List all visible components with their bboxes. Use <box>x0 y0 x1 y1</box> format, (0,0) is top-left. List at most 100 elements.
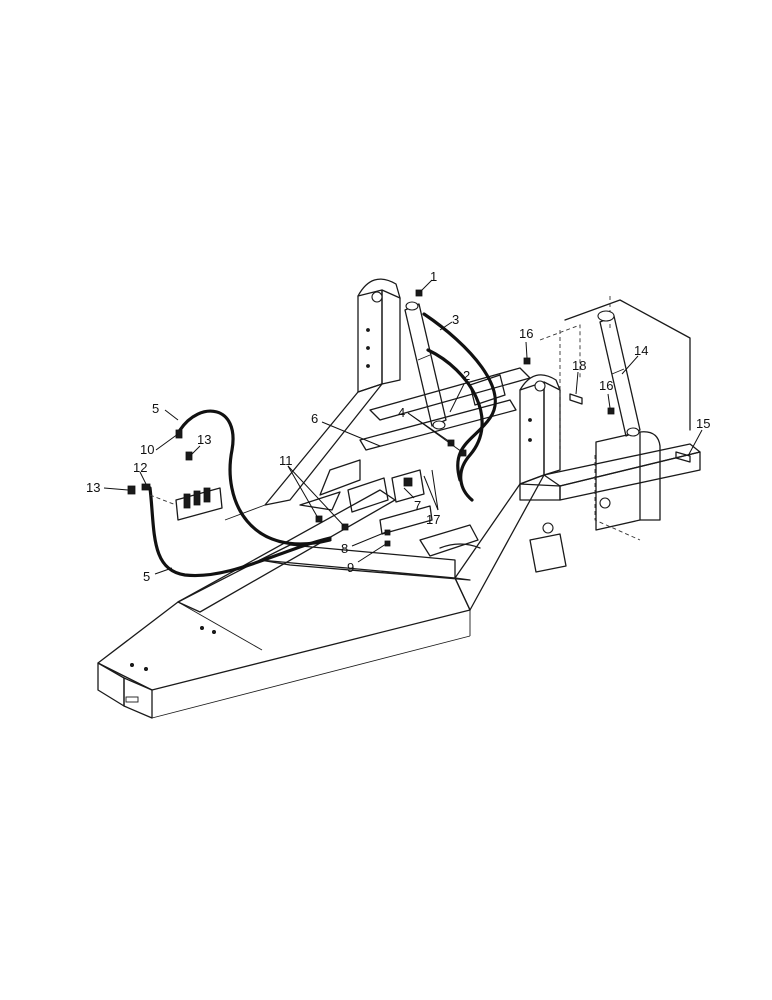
left-tower-pin <box>371 291 383 303</box>
callout-labels: 1 2 3 4 5 5 6 7 8 9 10 11 12 13 13 14 15… <box>86 269 710 584</box>
nut-9 <box>384 540 391 547</box>
left-rail <box>177 489 396 613</box>
plate-seam <box>177 601 263 651</box>
callout-7: 7 <box>414 498 421 513</box>
leader-5 <box>154 567 173 575</box>
fitting-11 <box>341 523 349 531</box>
valve-centerline <box>149 494 177 506</box>
left-tower-side <box>381 289 401 385</box>
leader-15 <box>687 429 703 457</box>
callout-13: 13 <box>197 432 211 447</box>
leader-18 <box>575 371 579 395</box>
hose-2 <box>426 348 484 502</box>
right-tower-pin <box>534 380 546 392</box>
rear-hidden-edge <box>539 324 581 380</box>
leader-2 <box>449 383 465 413</box>
valve-spool <box>203 487 211 503</box>
fitting-12 <box>141 483 151 491</box>
callout-5: 5 <box>143 569 150 584</box>
nut-16 <box>607 407 615 415</box>
leader-5 <box>164 409 179 421</box>
rear-beam-front <box>519 483 561 501</box>
lower-clevis <box>529 533 567 573</box>
cylinder-left-eye <box>432 420 446 430</box>
callout-5: 5 <box>152 401 159 416</box>
right-tower-cap <box>519 374 561 391</box>
fitting-13 <box>185 451 193 461</box>
cylinder-right-eye <box>626 427 640 437</box>
fitting-11 <box>315 515 323 523</box>
hose-5-upper <box>178 409 332 546</box>
rear-hidden-edge <box>594 455 641 541</box>
fittings <box>127 289 615 547</box>
cylinder-right-band <box>611 368 625 375</box>
rear-beam-top <box>543 443 701 487</box>
gusset <box>319 459 361 496</box>
callout-14: 14 <box>634 343 648 358</box>
gusset <box>299 491 341 511</box>
tower-hole <box>528 418 532 422</box>
callout-6: 6 <box>311 411 318 426</box>
leader-9 <box>357 543 387 563</box>
leader-7 <box>403 487 415 499</box>
tower-hole <box>366 328 370 332</box>
cylinder-right <box>597 310 641 437</box>
leader-12 <box>139 471 147 485</box>
right-tower-front <box>519 381 545 485</box>
callout-1: 1 <box>430 269 437 284</box>
main-frame <box>97 278 701 719</box>
leader-14 <box>621 355 639 375</box>
valve-spool <box>193 490 201 506</box>
fitting-4 <box>447 439 455 447</box>
fitting-1 <box>415 289 423 297</box>
fitting-13 <box>127 485 136 495</box>
bolt-hole <box>143 667 148 672</box>
leader-17 <box>431 469 439 511</box>
callout-10: 10 <box>140 442 154 457</box>
cylinder-left-band <box>417 354 431 361</box>
gusset <box>419 524 479 557</box>
leader-13 <box>189 445 201 457</box>
right-tower-side <box>543 381 561 476</box>
left-leg-edge <box>224 504 266 521</box>
nut-16 <box>523 357 531 365</box>
callout-15: 15 <box>696 416 710 431</box>
callout-4: 4 <box>398 405 405 420</box>
callout-13: 13 <box>86 480 100 495</box>
callout-9: 9 <box>347 560 354 575</box>
fitting-10 <box>175 429 183 439</box>
hitch-bracket <box>595 431 641 531</box>
callout-17: 17 <box>426 512 440 527</box>
leader-16 <box>525 341 528 359</box>
drawbar-bottom-edge <box>151 635 471 719</box>
leader-10 <box>155 433 179 451</box>
hose-5-lower <box>148 486 332 578</box>
callout-16: 16 <box>519 326 533 341</box>
callout-12: 12 <box>133 460 147 475</box>
clevis-hole <box>542 522 554 534</box>
leader-1 <box>419 279 433 293</box>
bolt-15 <box>675 451 691 463</box>
callout-16: 16 <box>599 378 613 393</box>
cylinder-left-eye <box>405 301 419 311</box>
leader-11 <box>287 465 345 527</box>
drawbar-top <box>97 559 471 691</box>
cylinder-right-eye <box>597 310 615 322</box>
pin-18 <box>569 393 583 405</box>
control-valve <box>149 487 223 521</box>
tower-hole <box>528 438 532 442</box>
nose-slot <box>125 696 139 703</box>
tower-hole <box>366 364 370 368</box>
bolt-hole <box>129 663 134 668</box>
fitting-4 <box>459 449 467 457</box>
hitch-hole <box>599 497 611 509</box>
gusset-curve <box>439 543 481 549</box>
leader-3 <box>439 321 453 331</box>
leader-4 <box>407 412 463 453</box>
callout-18: 18 <box>572 358 586 373</box>
lower-plate <box>379 505 433 535</box>
tower-hole <box>366 346 370 350</box>
callout-3: 3 <box>452 312 459 327</box>
